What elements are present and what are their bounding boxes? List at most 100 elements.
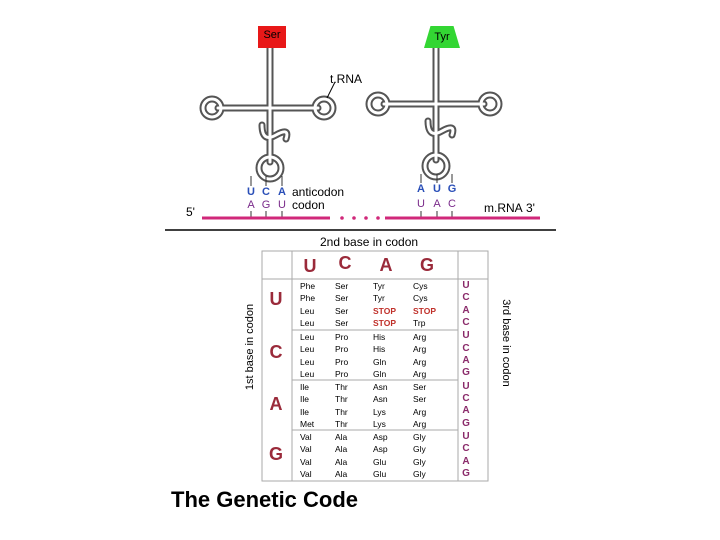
left-codon-3: U	[278, 199, 286, 211]
trna-left-shape-inner	[201, 46, 335, 181]
amino-acid-entry: Tyr	[373, 293, 385, 304]
amino-acid-entry: Leu	[300, 317, 315, 328]
amino-acid-entry: Ser	[335, 293, 349, 304]
third-base-letter: G	[462, 367, 470, 379]
tyr-label: Tyr	[434, 31, 450, 43]
amino-acid-entry: Val	[300, 432, 312, 442]
amino-acid-entry: Val	[300, 444, 312, 455]
amino-acid-entry: Arg	[413, 368, 427, 379]
left-anticodon-1: U	[247, 186, 255, 198]
third-base-letter: C	[462, 443, 470, 455]
amino-acid-entry: Thr	[335, 406, 348, 417]
amino-acid-entry: Pro	[335, 368, 349, 379]
amino-acid-entry: Glu	[373, 456, 387, 467]
third-base-letter: G	[462, 467, 470, 479]
third-base-letter: A	[462, 304, 470, 316]
third-base-letter: C	[462, 292, 470, 304]
anticodon-ticks	[250, 174, 453, 186]
third-base-letter: U	[462, 430, 470, 442]
col-head-g: G	[419, 255, 434, 275]
second-base-label: 2nd base in codon	[320, 235, 419, 249]
amino-acid-entry: Thr	[335, 418, 348, 429]
col-head-u: U	[303, 256, 317, 276]
amino-acid-entry: Tyr	[373, 281, 385, 291]
amino-acid-entry: STOP	[373, 305, 396, 316]
first-base-label: 1st base in codon	[244, 303, 256, 391]
left-anticodon-2: C	[262, 186, 270, 198]
amino-acid-entry: Ser	[413, 394, 427, 405]
amino-acid-entry: Leu	[300, 305, 315, 316]
amino-acid-entry: Asp	[373, 432, 388, 442]
amino-acid-entry: Leu	[300, 332, 315, 342]
trna-pointer	[326, 81, 336, 99]
amino-acid-entry: Gly	[413, 432, 426, 442]
left-codon-2: G	[261, 199, 271, 211]
ser-label: Ser	[263, 29, 281, 41]
trna-right-shape-inner	[367, 46, 501, 179]
row-head-a: A	[269, 394, 283, 414]
third-base-letter: A	[462, 455, 470, 467]
right-codon-3: C	[448, 198, 456, 210]
amino-acid-entry: Ser	[335, 281, 349, 291]
amino-acid-entry: Arg	[413, 418, 427, 429]
third-base-letter: G	[462, 417, 470, 429]
amino-acid-entry: Gly	[413, 468, 426, 479]
amino-acid-entry: Met	[300, 418, 315, 429]
amino-acid-entry: Leu	[300, 344, 315, 355]
amino-acid-entry: Gln	[373, 356, 387, 367]
amino-acid-entry: Phe	[300, 293, 316, 304]
amino-acid-entry: Ser	[413, 382, 427, 392]
amino-acid-entry: Cys	[413, 293, 428, 304]
row-head-u: U	[269, 289, 283, 309]
amino-acid-entry: His	[373, 332, 386, 342]
trna-right-shape	[365, 44, 503, 181]
right-anticodon-2: U	[433, 183, 441, 195]
amino-acid-entry: Ala	[335, 432, 348, 442]
third-base-letter: A	[462, 405, 470, 417]
amino-acid-entry: Gly	[413, 444, 426, 455]
amino-acid-entry: Ser	[335, 305, 349, 316]
amino-acid-entry: Ala	[335, 444, 348, 455]
amino-acid-entry: Ile	[300, 394, 309, 405]
trna-label: t.RNA	[330, 72, 363, 86]
right-anticodon-3: G	[447, 183, 457, 195]
amino-acid-entry: Leu	[300, 356, 315, 367]
third-base-letter: U	[462, 330, 470, 342]
amino-acid-entry: Thr	[335, 394, 348, 405]
amino-acid-entry: Pro	[335, 332, 349, 342]
amino-acid-entry: Gly	[413, 456, 426, 467]
table-grid	[261, 250, 489, 482]
third-base-letter: U	[462, 380, 470, 392]
mrna-dots	[340, 216, 380, 220]
trna-left-shape	[199, 44, 337, 183]
amino-acid-entry: Glu	[373, 468, 387, 479]
amino-acid-entry: Gln	[373, 368, 387, 379]
amino-acid-entry: Ala	[335, 456, 348, 467]
third-base-letter: C	[462, 316, 470, 328]
right-anticodon-1: A	[417, 183, 425, 195]
three-prime-label: 3'	[526, 201, 535, 215]
amino-acid-entry: Arg	[413, 356, 427, 367]
col-head-a: A	[379, 255, 393, 275]
amino-acid-entry: Arg	[413, 332, 427, 342]
amino-acid-entry: Asp	[373, 444, 388, 455]
amino-acid-entry: Leu	[300, 368, 315, 379]
tyr-box	[424, 26, 460, 48]
amino-acid-entry: Trp	[413, 317, 426, 328]
amino-acid-entry: His	[373, 344, 386, 355]
amino-acid-entry: Pro	[335, 356, 349, 367]
amino-acid-entry: Ala	[335, 468, 348, 479]
